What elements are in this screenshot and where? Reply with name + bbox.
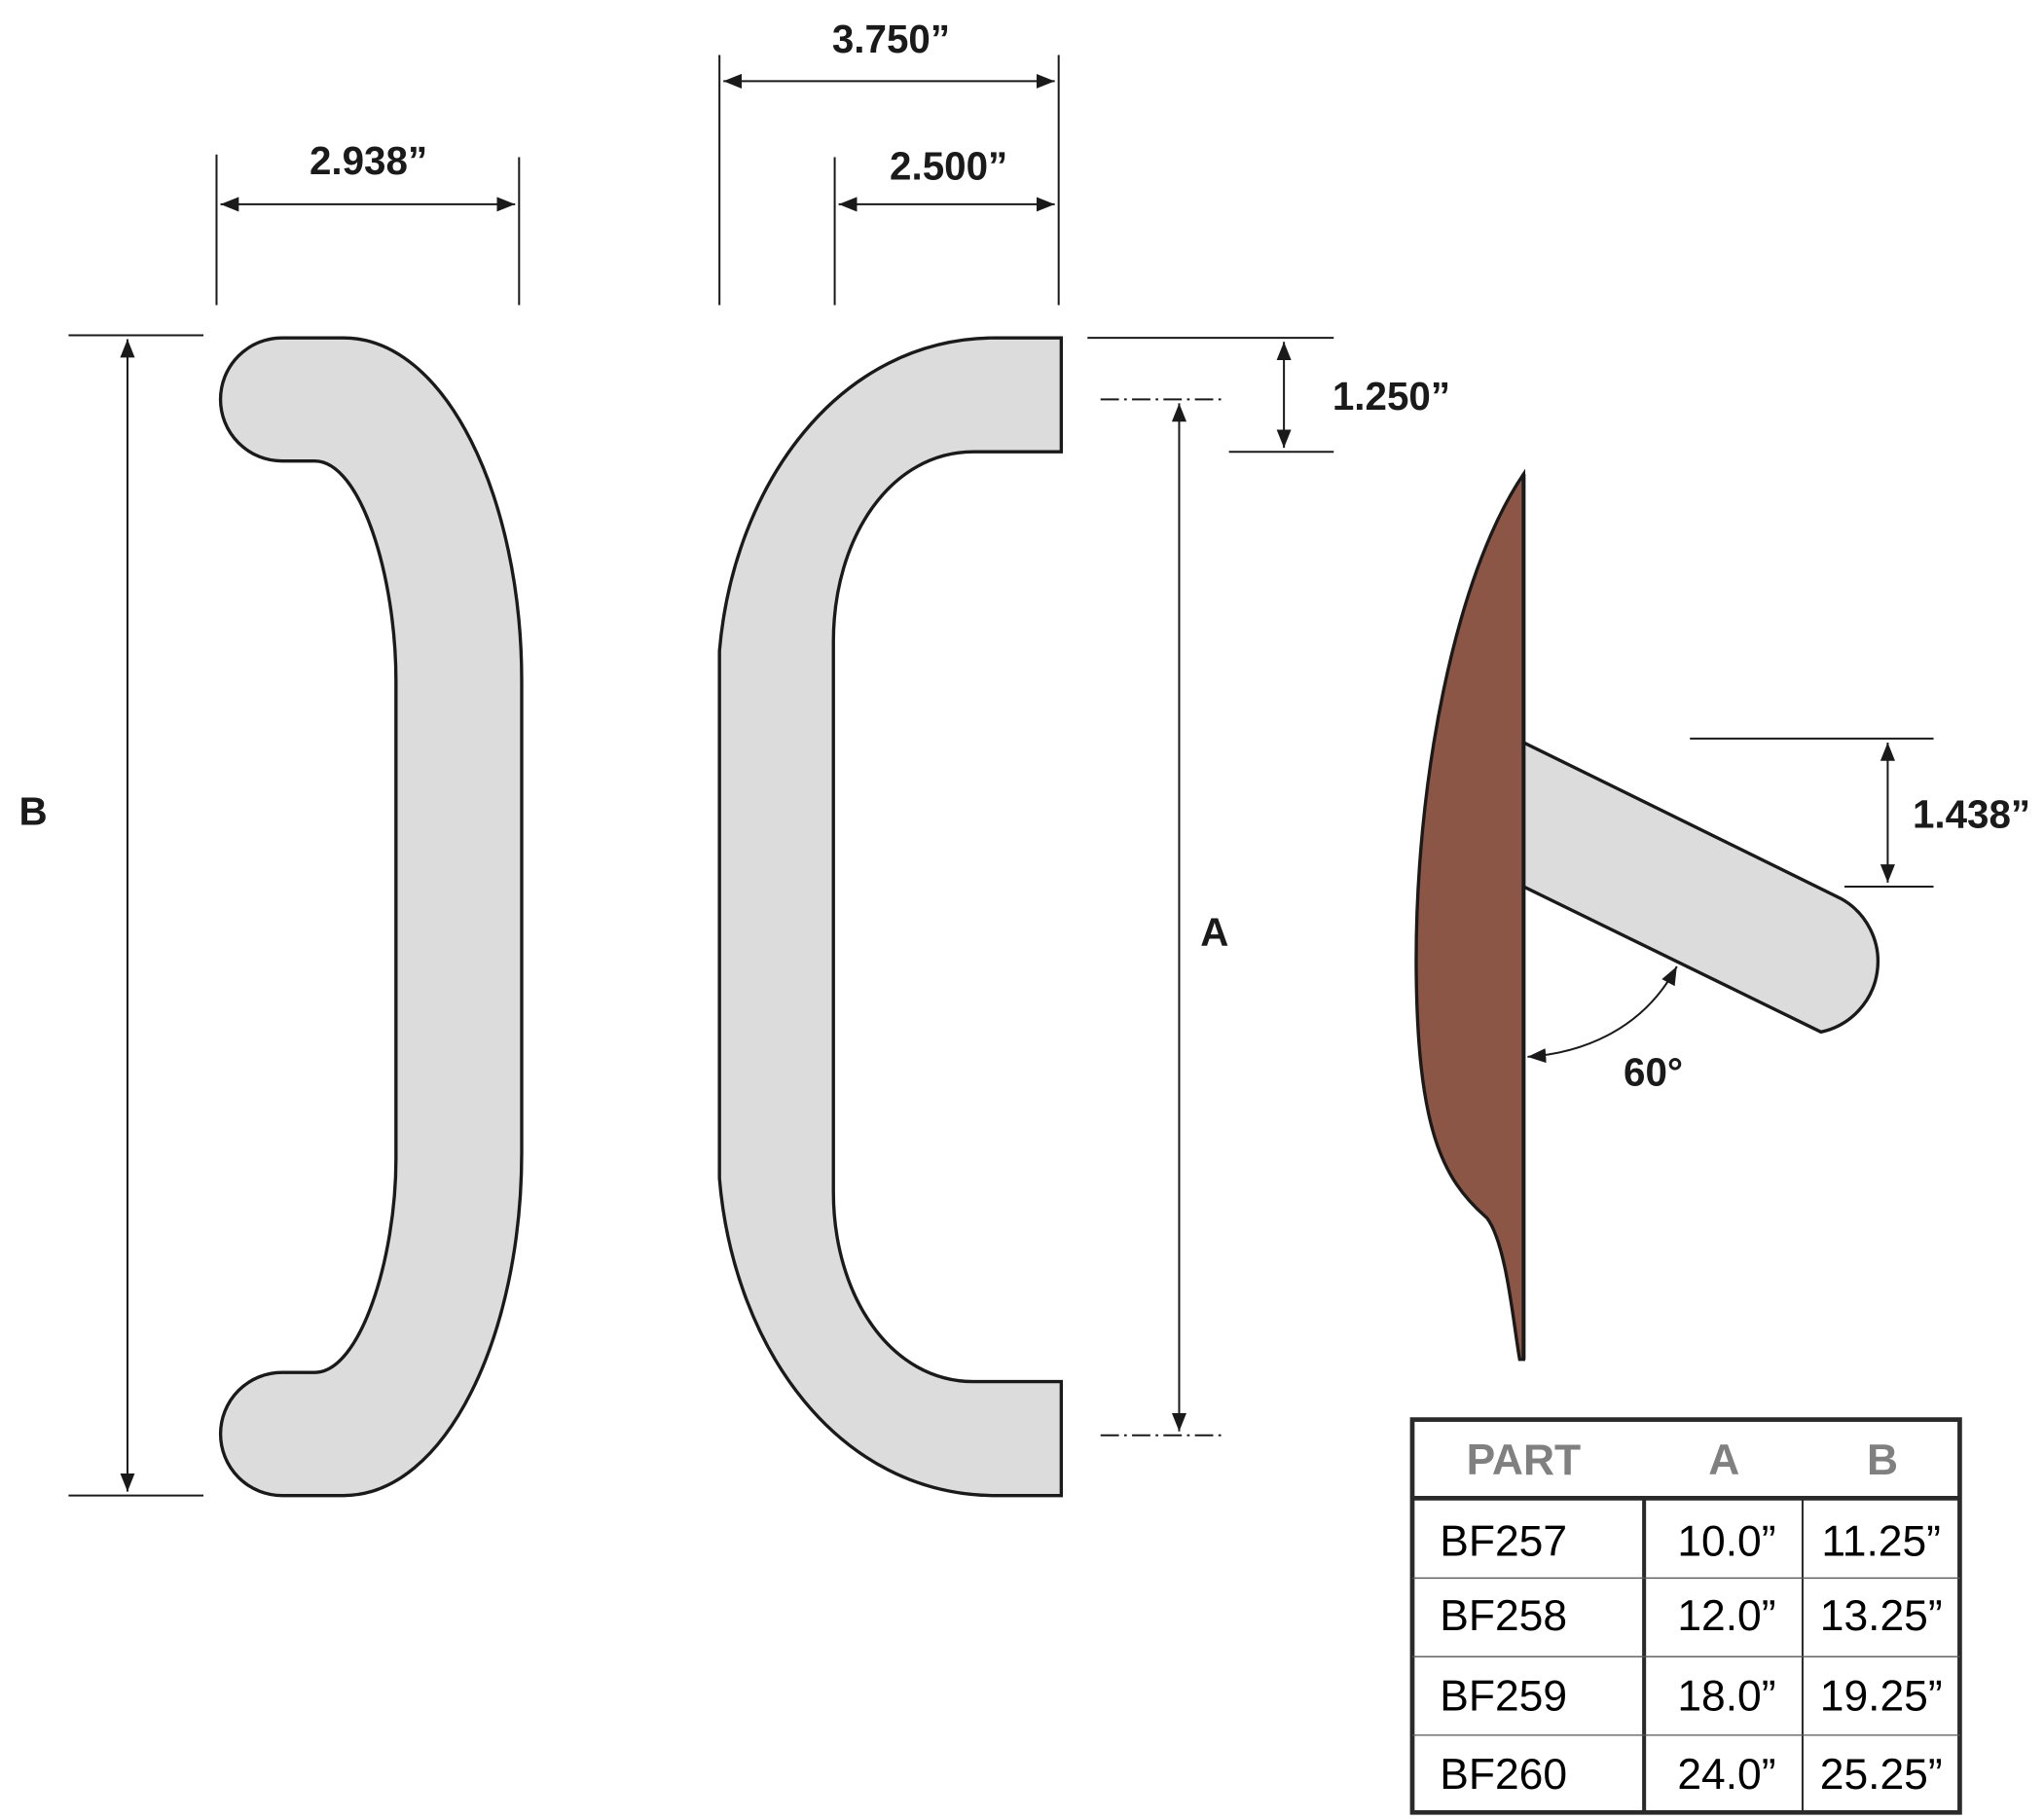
cell-part: BF259 xyxy=(1440,1672,1567,1720)
table-row: BF259 18.0” 19.25” xyxy=(1440,1672,1942,1720)
dim-angle-label: 60° xyxy=(1624,1049,1683,1094)
cell-a: 12.0” xyxy=(1677,1592,1775,1640)
cell-b: 11.25” xyxy=(1821,1518,1941,1566)
table-header-part: PART xyxy=(1467,1437,1582,1484)
table-header-b: B xyxy=(1867,1437,1898,1484)
handle-side-view xyxy=(717,336,1064,1498)
door-section xyxy=(1414,468,1526,1362)
dim-standoff-label: 1.250” xyxy=(1332,374,1450,418)
handle-rod xyxy=(1522,741,1880,1035)
cell-b: 19.25” xyxy=(1820,1672,1943,1720)
handle-front-view xyxy=(218,336,524,1498)
dim-width-label: 2.938” xyxy=(310,138,427,183)
cell-part: BF257 xyxy=(1440,1518,1567,1566)
cell-b: 13.25” xyxy=(1820,1592,1943,1640)
parts-table: PART A B BF257 10.0” 11.25” BF258 12.0” … xyxy=(1409,1417,1962,1815)
dim-rod-label: 1.438” xyxy=(1913,791,2030,836)
dim-a-label: A xyxy=(1200,910,1228,955)
table-row: BF260 24.0” 25.25” xyxy=(1440,1751,1942,1799)
cell-b: 25.25” xyxy=(1820,1751,1943,1799)
dim-b-label: B xyxy=(19,789,48,834)
cell-part: BF258 xyxy=(1440,1592,1567,1640)
dimension-lines xyxy=(68,55,1934,1497)
table-header-a: A xyxy=(1708,1437,1739,1484)
cell-part: BF260 xyxy=(1440,1751,1567,1799)
cell-a: 18.0” xyxy=(1677,1672,1775,1720)
dim-clearance-label: 2.500” xyxy=(890,143,1007,188)
table-row: BF257 10.0” 11.25” xyxy=(1440,1518,1941,1566)
table-row: BF258 12.0” 13.25” xyxy=(1440,1592,1942,1640)
cell-a: 10.0” xyxy=(1677,1518,1775,1566)
dim-projection-label: 3.750” xyxy=(832,17,950,61)
cell-a: 24.0” xyxy=(1677,1751,1775,1799)
